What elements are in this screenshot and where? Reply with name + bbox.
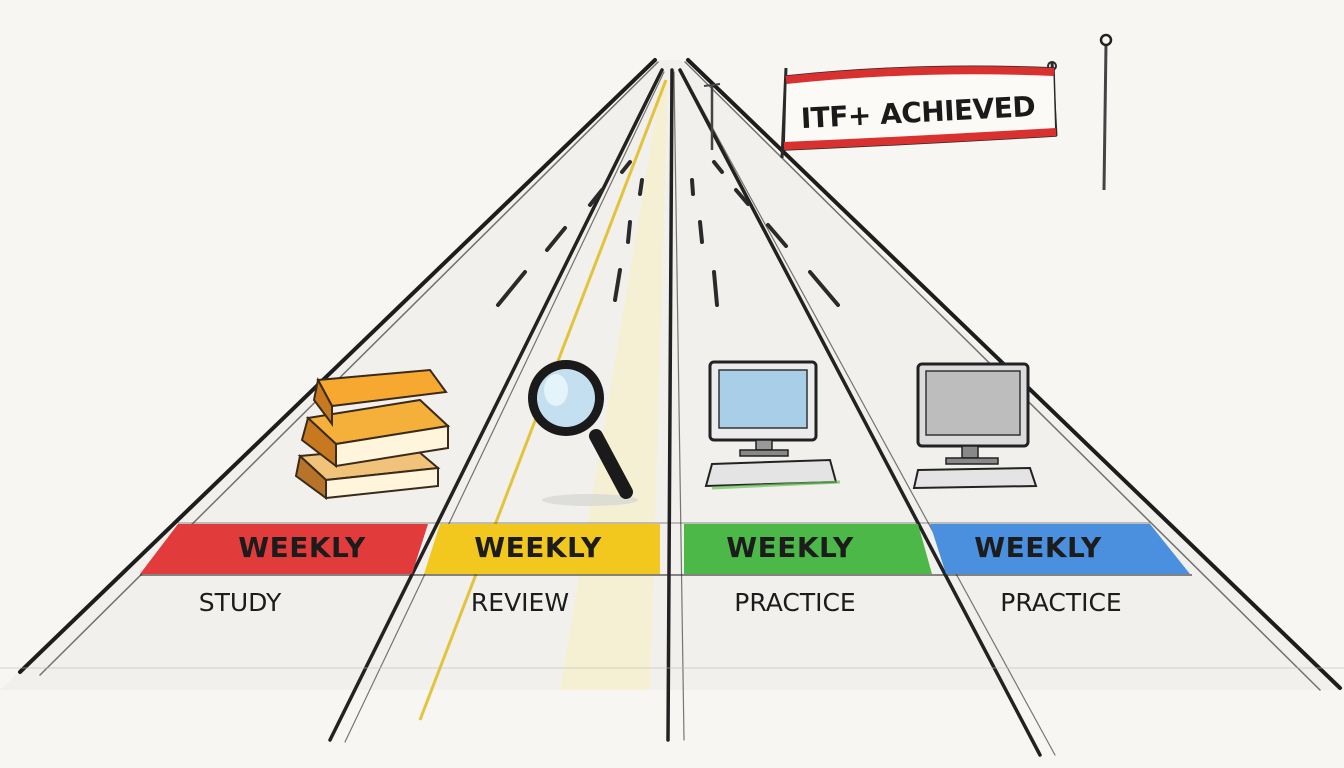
- lane-label-practice-2: PRACTICE: [1000, 588, 1122, 617]
- computer-icon-green: [704, 360, 841, 490]
- band-green: [684, 524, 932, 574]
- lane-label-review: REVIEW: [470, 588, 570, 617]
- band-yellow: [424, 524, 660, 574]
- lane-label-practice-1: PRACTICE: [734, 588, 856, 617]
- book-stack-icon: [294, 368, 451, 500]
- computer-icon-blue: [912, 362, 1038, 490]
- lane-band-practice-1: WEEKLY: [726, 531, 854, 564]
- dashed-markings: [496, 160, 840, 307]
- finish-banner: [783, 65, 1057, 151]
- band-blue: [930, 524, 1190, 574]
- lane-band-study: WEEKLY: [238, 531, 366, 564]
- lane-band-practice-2: WEEKLY: [974, 531, 1102, 564]
- lane-band-review: WEEKLY: [474, 531, 602, 564]
- lane-dividers: [328, 68, 1056, 757]
- lane-label-study: STUDY: [198, 588, 282, 617]
- magnifier-icon: [528, 360, 638, 506]
- band-red: [140, 524, 428, 574]
